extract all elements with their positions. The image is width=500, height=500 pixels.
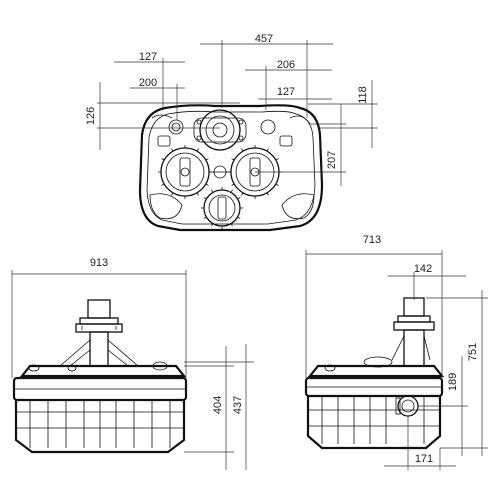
dim-207-label: 207	[326, 151, 338, 169]
dim-206-label: 206	[277, 59, 295, 71]
side-view-dimensions: 713 142 751 189 171	[305, 234, 488, 470]
dim-142-label: 142	[414, 263, 432, 275]
port-mid-left	[157, 135, 171, 147]
side-lid	[307, 364, 445, 378]
top-view-inner-outline	[146, 110, 316, 225]
front-outlet-flange-top	[79, 317, 119, 325]
top-view-dimensions: 457 127 206 200 127 126 118 207	[85, 33, 378, 186]
front-view-dimensions: 913 404 437	[11, 257, 254, 470]
dim-913-label: 913	[90, 257, 108, 269]
pump-disc-left	[160, 147, 210, 197]
front-ribs	[29, 400, 171, 448]
side-outlet-flange-bottom	[393, 321, 435, 331]
top-corner-tr	[289, 115, 311, 125]
port-left-inner	[171, 122, 181, 132]
front-lid	[19, 364, 187, 378]
top-view	[138, 104, 324, 232]
top-view-outline	[138, 104, 324, 232]
side-tank	[306, 396, 442, 450]
side-riser	[403, 329, 425, 367]
port-left	[168, 119, 184, 135]
side-outlet-pipe	[403, 297, 425, 317]
port-mid-right	[279, 135, 293, 147]
disc-ticks	[158, 145, 282, 229]
front-tank	[14, 400, 186, 454]
front-braces	[59, 339, 139, 367]
dim-189-label: 189	[447, 373, 459, 391]
side-lid-cap	[363, 356, 393, 368]
dim-713-label: 713	[363, 234, 381, 246]
dim-118-label: 118	[357, 86, 369, 104]
dim-437-label: 437	[232, 396, 244, 414]
dim-171-label: 171	[415, 453, 433, 465]
dim-751-label: 751	[467, 343, 479, 361]
top-corner-tl	[151, 114, 173, 119]
top-corner-bl	[149, 193, 183, 220]
side-ribs	[321, 396, 425, 444]
side-outlet-flange-top	[397, 315, 431, 323]
dim-127-left-label: 127	[139, 51, 157, 63]
side-inlet-inner	[401, 399, 415, 413]
dim-404-label: 404	[212, 396, 224, 414]
port-right	[260, 119, 276, 135]
inlet-flange	[193, 109, 247, 151]
front-view	[12, 299, 188, 454]
front-outlet-flange-bottom	[75, 323, 123, 333]
dim-126-label: 126	[85, 107, 97, 125]
pump-disc-bottom	[203, 189, 241, 227]
dim-127-right-label: 127	[277, 86, 295, 98]
dim-200-label: 200	[139, 77, 157, 89]
side-inlet-outer	[397, 395, 419, 417]
side-view	[304, 297, 445, 450]
front-riser	[89, 331, 109, 367]
top-corner-br	[281, 193, 315, 220]
dim-457-label: 457	[255, 33, 273, 45]
front-outlet-pipe	[87, 299, 111, 319]
